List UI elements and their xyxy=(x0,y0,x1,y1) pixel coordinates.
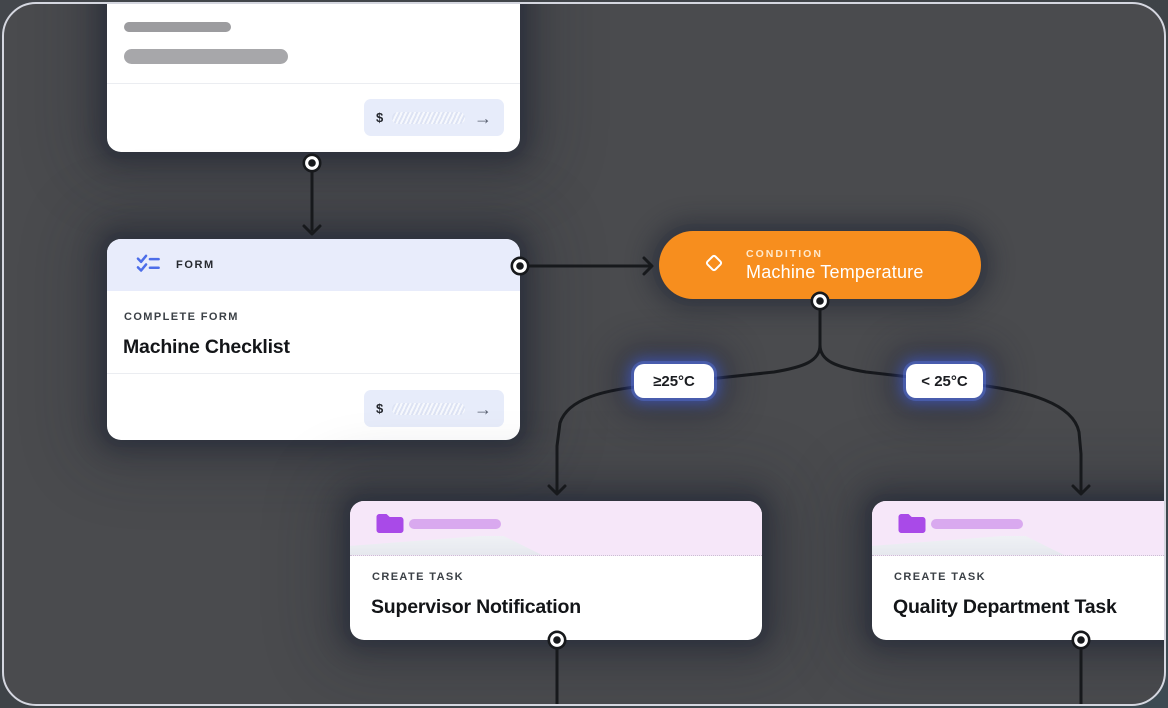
task-card-header xyxy=(872,501,1164,556)
form-card-header: FORM xyxy=(107,239,520,291)
currency-icon: $ xyxy=(376,401,384,416)
card-divider xyxy=(107,373,520,374)
arrow-right-icon[interactable]: → xyxy=(474,398,492,419)
skeleton-line-long xyxy=(124,49,288,64)
folder-icon xyxy=(897,512,927,540)
branch-label-gte-25[interactable]: ≥25°C xyxy=(634,364,714,398)
node-type-label: FORM xyxy=(176,259,215,271)
node-action-label: CREATE TASK xyxy=(372,571,464,583)
edge-condition-to-task-left xyxy=(555,308,822,493)
trigger-card[interactable]: $ → xyxy=(107,4,520,152)
placeholder-value-bar xyxy=(392,111,465,124)
branch-label-lt-25[interactable]: < 25°C xyxy=(906,364,983,398)
task-node-card[interactable]: CREATE TASK Quality Department Task xyxy=(872,501,1164,640)
connector-dot[interactable] xyxy=(302,153,322,173)
arrow-down-icon xyxy=(1071,484,1091,496)
arrow-down-icon xyxy=(547,484,567,496)
skeleton-line-short xyxy=(124,22,231,32)
node-type-label: CONDITION xyxy=(746,247,823,260)
task-card-header xyxy=(350,501,762,556)
node-title: Supervisor Notification xyxy=(371,596,581,618)
cost-field[interactable]: $ → xyxy=(364,390,504,427)
skeleton-title-bar xyxy=(409,519,501,529)
arrow-down-icon xyxy=(302,224,322,236)
cost-field[interactable]: $ → xyxy=(364,99,504,136)
checklist-icon xyxy=(136,253,161,278)
folder-icon xyxy=(375,512,405,540)
placeholder-value-bar xyxy=(392,402,465,415)
node-title: Machine Checklist xyxy=(123,336,290,358)
arrow-right-icon[interactable]: → xyxy=(474,107,492,128)
skeleton-title-bar xyxy=(931,519,1023,529)
card-divider xyxy=(107,83,520,84)
form-node-card[interactable]: FORM COMPLETE FORM Machine Checklist $ → xyxy=(107,239,520,440)
node-title: Machine Temperature xyxy=(746,261,924,282)
node-action-label: CREATE TASK xyxy=(894,571,986,583)
node-action-label: COMPLETE FORM xyxy=(124,311,239,323)
diamond-icon xyxy=(705,254,723,277)
edge-condition-to-task-right xyxy=(818,308,1083,493)
currency-icon: $ xyxy=(376,110,384,125)
task-node-card[interactable]: CREATE TASK Supervisor Notification xyxy=(350,501,762,640)
condition-node[interactable]: CONDITION Machine Temperature xyxy=(659,231,981,299)
arrow-right-icon xyxy=(642,256,654,276)
node-title: Quality Department Task xyxy=(893,596,1117,618)
